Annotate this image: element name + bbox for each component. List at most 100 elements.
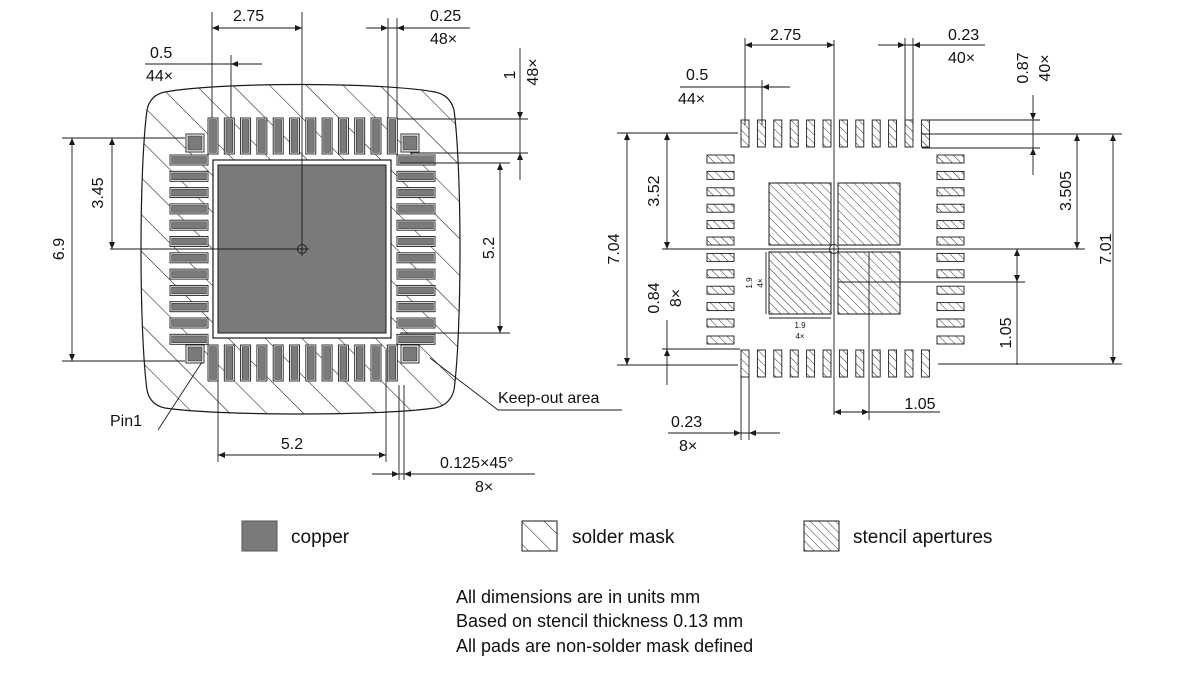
pad-left xyxy=(171,237,207,246)
aperture-right xyxy=(936,335,965,345)
aperture-top xyxy=(773,119,783,148)
pad-bottom xyxy=(258,346,266,380)
dim-left-chamfer-count: 8× xyxy=(475,479,493,496)
aperture-top xyxy=(871,119,881,148)
pad-left xyxy=(171,156,207,164)
pad-top xyxy=(307,119,315,153)
aperture-bottom xyxy=(888,349,898,378)
dim-left-total-height: 6.9 xyxy=(51,238,68,260)
aperture-left xyxy=(706,187,735,197)
aperture-right xyxy=(936,154,965,164)
dim-right-sub-pad-h: 1.9 xyxy=(794,321,806,330)
pad-top xyxy=(372,119,380,153)
pad-top xyxy=(388,119,396,153)
pad-bottom xyxy=(355,346,364,380)
pad-right xyxy=(398,188,434,197)
aperture-bottom xyxy=(740,349,750,378)
dim-right-corner-length-count: 8× xyxy=(668,289,685,307)
aperture-left xyxy=(706,335,735,345)
pad-top xyxy=(274,119,282,153)
legend-label-solder-mask: solder mask xyxy=(572,527,675,548)
pad-left xyxy=(171,172,207,180)
dim-right-sub-pad-v-count: 4× xyxy=(756,278,765,287)
pad-right xyxy=(398,254,434,262)
dim-left-2-75: 2.75 xyxy=(233,8,264,25)
aperture-top xyxy=(806,119,816,148)
aperture-left xyxy=(706,154,735,164)
pad-left xyxy=(171,221,207,229)
aperture-left xyxy=(706,236,735,246)
left-view: 2.75 0.5 44× 0.25 48× 1 48× 3.45 6.9 5.2… xyxy=(51,8,622,496)
corner-pad xyxy=(402,135,418,151)
pad-right xyxy=(398,270,434,278)
dim-right-offset-h: 1.05 xyxy=(904,396,935,413)
dim-left-pad-length: 1 xyxy=(502,70,519,79)
aperture-right xyxy=(936,170,965,180)
notes: All dimensions are in units mm Based on … xyxy=(456,587,753,656)
aperture-top xyxy=(789,119,799,148)
corner-pad xyxy=(187,346,203,362)
aperture-bottom xyxy=(920,349,930,378)
pad-bottom xyxy=(372,346,380,380)
aperture-top xyxy=(920,119,930,148)
dim-left-pad-width: 0.25 xyxy=(430,8,461,25)
note-line-3: All pads are non-solder mask defined xyxy=(456,636,753,656)
pad-left xyxy=(171,335,207,343)
dim-right-pitch: 0.5 xyxy=(686,67,708,84)
right-view: 2.75 0.5 44× 0.23 40× 0.87 40× 3.52 7.04… xyxy=(606,27,1122,455)
dim-right-total-height-right: 7.01 xyxy=(1098,233,1115,264)
aperture-bottom xyxy=(756,349,766,378)
aperture-left xyxy=(706,203,735,213)
dim-right-2-75: 2.75 xyxy=(770,27,801,44)
aperture-left xyxy=(706,318,735,328)
dim-right-pitch-count: 44× xyxy=(678,91,705,108)
left-pads xyxy=(169,117,436,382)
pad-bottom xyxy=(209,346,217,380)
pad-bottom xyxy=(241,346,250,380)
dim-left-pad-length-count: 48× xyxy=(525,58,542,85)
pad-top xyxy=(323,119,331,153)
pad-left xyxy=(171,302,207,311)
dim-right-half-height-left: 3.52 xyxy=(646,175,663,206)
pad-left xyxy=(171,286,207,295)
aperture-right xyxy=(936,302,965,312)
aperture-left xyxy=(706,302,735,312)
aperture-bottom xyxy=(871,349,881,378)
pad-top xyxy=(209,119,217,153)
dim-right-aperture-length-count: 40× xyxy=(1037,54,1054,81)
legend-swatch-solder-mask xyxy=(521,520,558,552)
pad-top xyxy=(355,119,364,153)
pad-top xyxy=(241,119,250,153)
aperture-right xyxy=(936,236,965,246)
aperture-right xyxy=(936,269,965,279)
aperture-right xyxy=(936,252,965,262)
pad-bottom xyxy=(307,346,315,380)
dim-left-pitch-count: 44× xyxy=(146,68,173,85)
pad-left xyxy=(171,270,207,278)
right-apertures xyxy=(706,119,965,378)
aperture-left xyxy=(706,220,735,230)
aperture-left xyxy=(706,170,735,180)
aperture-bottom xyxy=(822,349,832,378)
dim-left-pitch: 0.5 xyxy=(150,45,172,62)
pad-right xyxy=(398,335,434,343)
aperture-top xyxy=(855,119,865,148)
dim-right-aperture-length: 0.87 xyxy=(1015,52,1032,83)
pad-left xyxy=(171,254,207,262)
dim-left-pad-size-v: 5.2 xyxy=(481,237,498,259)
dim-left-chamfer: 0.125×45° xyxy=(440,455,514,472)
legend: copper solder mask stencil apertures xyxy=(241,520,992,552)
note-line-1: All dimensions are in units mm xyxy=(456,587,700,607)
pad-top xyxy=(339,119,348,153)
aperture-bottom xyxy=(789,349,799,378)
pad-right xyxy=(398,172,434,180)
corner-pad xyxy=(187,135,203,151)
pad-left xyxy=(171,205,207,213)
aperture-right xyxy=(936,318,965,328)
pad-bottom xyxy=(274,346,282,380)
dim-right-aperture-width: 0.23 xyxy=(948,27,979,44)
dim-right-sub-pad-h-count: 4× xyxy=(795,332,804,341)
aperture-top xyxy=(838,119,848,148)
aperture-bottom xyxy=(855,349,865,378)
